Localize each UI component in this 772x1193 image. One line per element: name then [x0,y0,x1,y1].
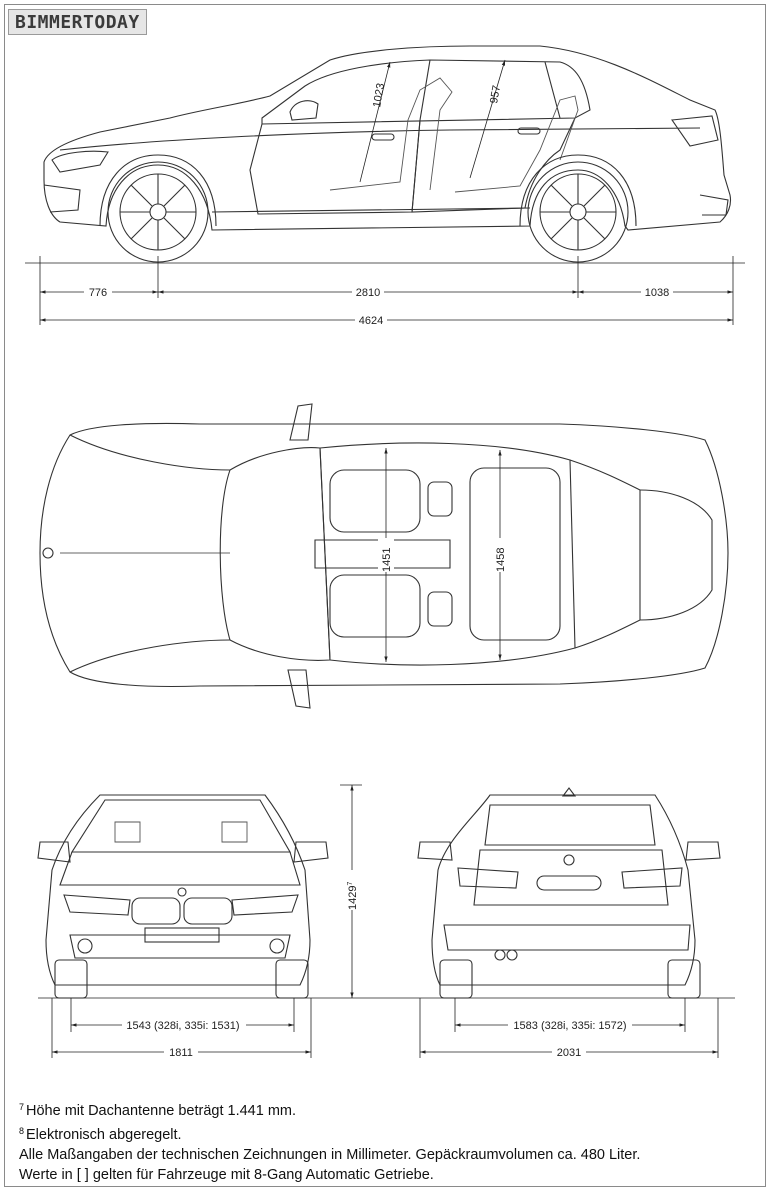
top-headrest-left [427,481,453,517]
dim-rear-overhang: 1038 [645,287,669,299]
top-trunk [639,489,713,621]
front-kidney-grille [131,897,233,925]
rear-trunk-lid [473,849,669,906]
top-headrest-right [427,591,453,627]
bimmertoday-logo: BIMMERTODAY [8,9,147,35]
units-note: Alle Maßangaben der technischen Zeichnun… [19,1147,641,1163]
rear-emblem [563,854,575,866]
footnote-7-text: Höhe mit Dachantenne beträgt 1.441 mm. [26,1103,297,1119]
top-mirror-right [287,669,311,709]
top-rear-bench [469,467,561,641]
footnote-8-text: Elektronisch abgeregelt. [26,1127,182,1143]
side-rear-bumper [699,194,729,216]
side-body-outline [43,45,732,231]
side-headroom-front-label: 1023 [371,82,387,108]
side-door-handle-front [371,133,395,141]
top-hood-line-lower [69,639,231,673]
rear-bumper [443,924,691,951]
side-view [43,45,732,263]
side-door-handle-rear [517,127,541,135]
top-body-outline [39,422,729,688]
top-cabin-outline [319,442,576,666]
front-body-outline [45,794,311,986]
side-sill-line [211,207,531,213]
front-mirror-left [37,841,71,863]
rear-exhaust-left [494,949,506,961]
side-taillight [671,115,719,147]
top-emblem [42,547,54,559]
rear-tire-left [439,959,473,999]
side-headroom-front-line [359,61,391,183]
rear-mirror-left [417,841,453,861]
top-front-seat-left [329,469,421,533]
top-front-seat-right [329,574,421,638]
dim-track-front: 1543 (328i, 335i: 1531) [126,1020,239,1032]
front-emblem [177,887,187,897]
dim-rear-shoulder-room: 1458 [495,548,507,572]
front-hood [59,851,301,886]
side-front-bumper [43,184,81,213]
side-headlight [51,150,109,173]
side-rear-arch [519,154,637,227]
rear-mirror-right [685,841,721,861]
dim-width-mirrors: 2031 [557,1047,581,1059]
side-headroom-rear-label: 957 [488,84,503,104]
front-lower-intake [69,934,291,959]
side-rear-door [411,117,576,213]
side-rear-wheel [527,161,629,263]
front-view [37,794,329,999]
side-front-seat [329,77,453,191]
automatic-note: Werte in [ ] gelten für Fahrzeuge mit 8-… [19,1167,434,1183]
side-front-wheel [107,161,209,263]
footnote-8-mark: 8 [19,1126,25,1136]
front-foglight-left [77,938,93,954]
front-windshield [70,799,291,853]
side-character-line [59,127,701,151]
dim-front-overhang: 776 [89,287,107,299]
side-front-door [249,119,421,215]
rear-window [484,804,656,846]
dim-height: 14297 [347,882,359,910]
rear-antenna [561,787,577,797]
front-mirror-right [293,841,329,863]
side-front-arch [99,154,217,227]
drawing-frame [4,4,766,1187]
dim-front-shoulder-room: 1451 [381,548,393,572]
rear-exhaust-right [506,949,518,961]
side-mirror [289,100,319,121]
front-tire-left [54,959,88,999]
front-rear-dimensions [38,784,735,1058]
top-center-console [314,539,451,569]
front-headlight-left [63,894,131,916]
side-c-pillar [544,61,561,119]
side-rear-seat [454,95,579,193]
dim-track-rear: 1583 (328i, 335i: 1572) [513,1020,626,1032]
footnote-7-mark: 7 [19,1102,25,1112]
top-windshield [219,447,331,661]
rear-view [417,787,721,999]
side-headroom-rear-line [469,59,506,179]
side-window-outline [261,59,591,125]
dim-wheelbase: 2810 [356,287,380,299]
rear-taillight-right [621,867,683,889]
rear-tire-right [667,959,701,999]
top-mirror-left [289,403,313,441]
dim-width-body: 1811 [169,1047,193,1059]
front-seat-headrests [114,821,248,843]
side-b-pillar [419,59,431,121]
top-view [39,403,729,709]
top-rear-window [569,459,641,649]
top-hood-line-upper [69,434,231,471]
front-foglight-right [269,938,285,954]
dim-overall-length: 4624 [359,315,383,327]
rear-taillight-left [457,867,519,889]
front-headlight-right [231,894,299,916]
rear-license-plate [536,875,602,891]
